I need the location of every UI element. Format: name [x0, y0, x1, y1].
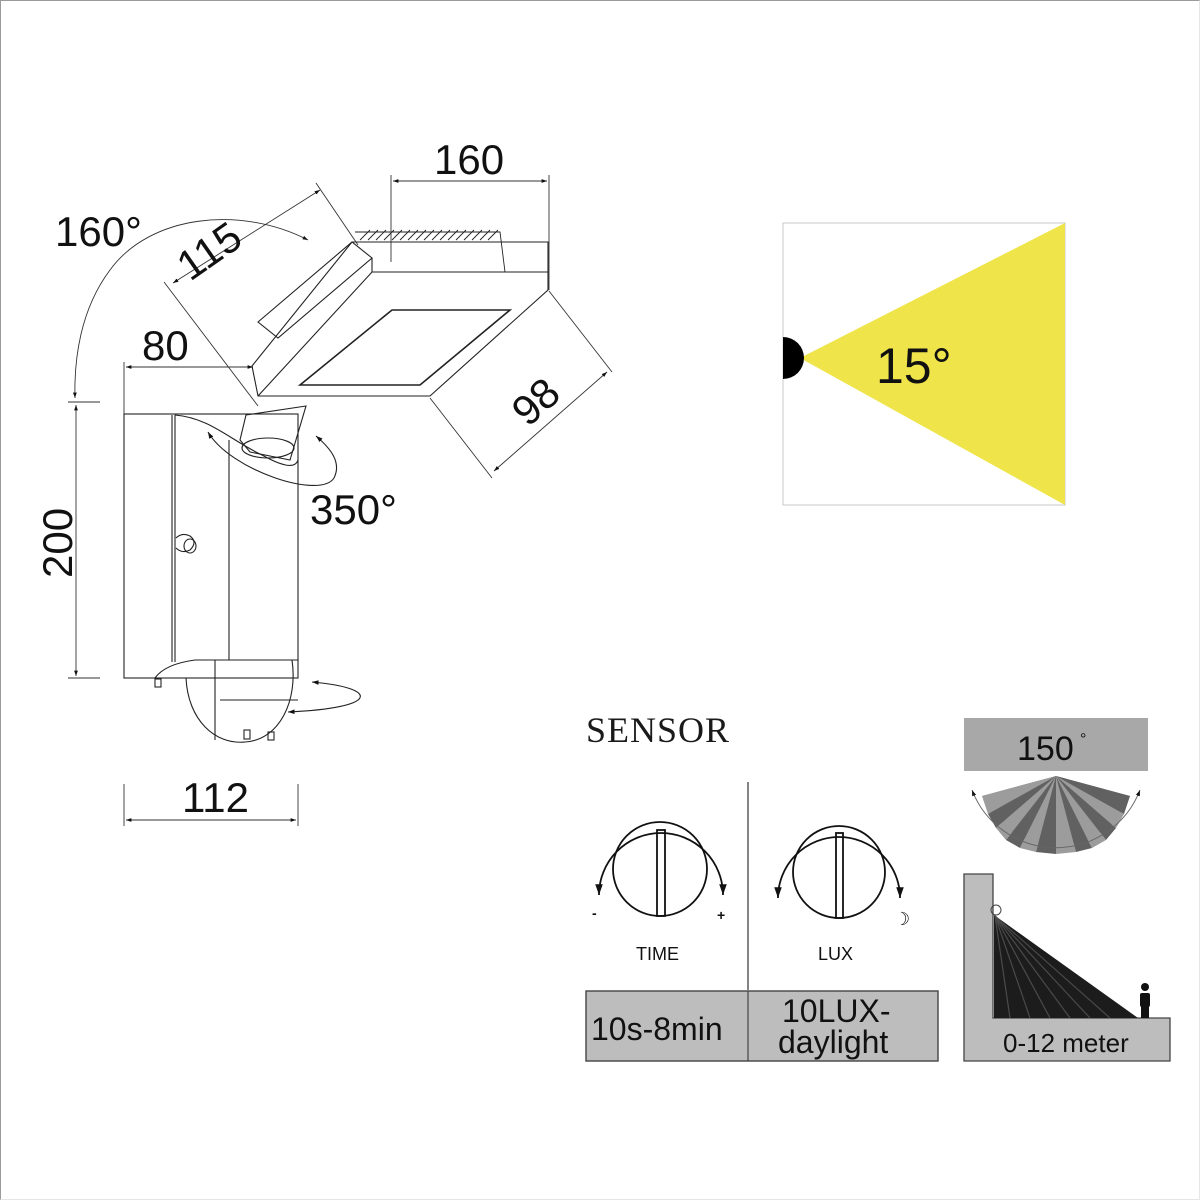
lux-knob-icon [774, 825, 904, 919]
lux-knob-label: LUX [818, 944, 853, 964]
detection-angle-value: 150 [1017, 730, 1074, 768]
beam-cone [800, 223, 1065, 505]
detection-range-icon [963, 873, 1171, 1062]
sensor-title: SENSOR [586, 710, 730, 750]
dim-rotation-350-degree: 350° [310, 486, 397, 533]
lamp-line-drawing [123, 229, 549, 743]
dim-width-112: 112 [182, 774, 249, 821]
lux-range-value-line2: daylight [778, 1024, 888, 1060]
dim-depth-98: 98 [503, 368, 569, 434]
sensor-section: SENSOR - + TIME ☽ LUX 10s-8min 10LUX- da… [585, 710, 1171, 1062]
time-minus-symbol: - [592, 905, 597, 921]
dimension-lines [68, 175, 613, 826]
time-range-value: 10s-8min [591, 1011, 723, 1047]
detection-fan-icon [971, 776, 1141, 854]
detection-angle-panel [964, 718, 1148, 771]
dimension-labels: 160 115 160° 80 98 350° 200 112 [34, 136, 569, 821]
dim-offset-80: 80 [142, 322, 189, 369]
light-source-icon [783, 337, 804, 379]
detection-angle-degree: ° [1080, 731, 1086, 748]
dim-height-200: 200 [34, 508, 81, 578]
range-table [585, 990, 939, 1062]
beam-angle-diagram: 15° [782, 222, 1066, 506]
detection-range-value: 0-12 meter [1003, 1028, 1129, 1058]
lux-moon-icon: ☽ [894, 909, 910, 929]
person-icon [1140, 983, 1150, 1018]
dim-tilt-160-degree: 160° [55, 208, 142, 255]
time-knob-label: TIME [636, 944, 679, 964]
beam-angle-label: 15° [876, 338, 952, 394]
dim-width-160: 160 [434, 136, 504, 183]
time-plus-symbol: + [717, 907, 725, 923]
lux-range-value-line1: 10LUX- [782, 993, 891, 1029]
time-knob-icon [595, 821, 727, 917]
